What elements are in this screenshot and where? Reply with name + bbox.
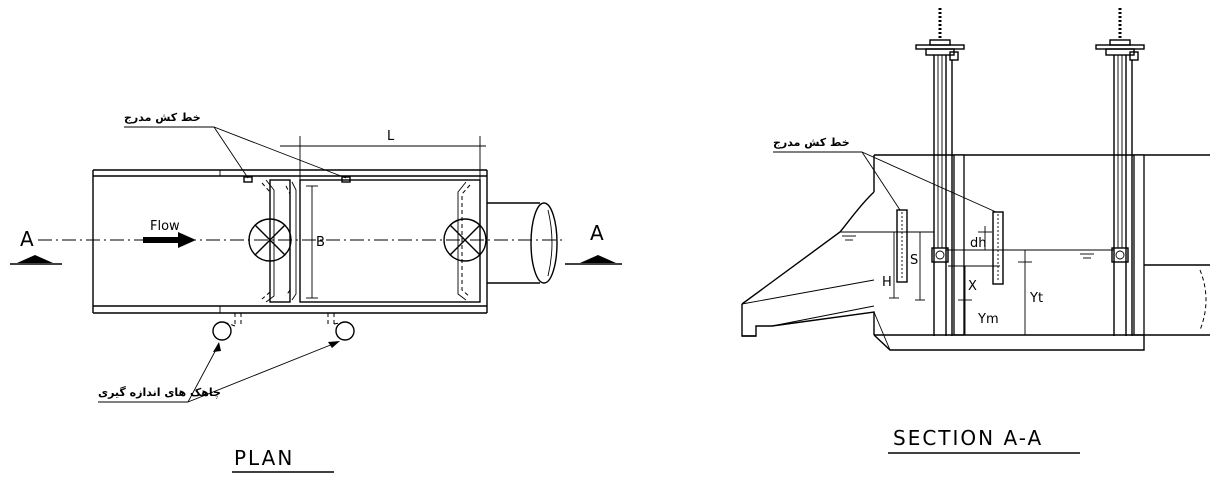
- section-marker-right-label: A: [590, 221, 606, 245]
- plan-length-dimension: L: [280, 129, 486, 180]
- plan-label-L: L: [387, 129, 395, 144]
- section-marker-left-arrow: [17, 255, 53, 263]
- plan-well-leaders: [98, 341, 340, 403]
- plan-wells-note: چاهک های اندازه گیری: [98, 386, 221, 399]
- plan-ruler-1: [243, 176, 253, 183]
- plan-view: B L A A Flow: [10, 111, 622, 473]
- plan-ruler-2: [341, 176, 351, 183]
- section-wall-1: [953, 154, 965, 336]
- plan-title: PLAN: [234, 446, 294, 470]
- section-label-H: H: [882, 275, 892, 290]
- section-title: SECTION A-A: [893, 426, 1043, 450]
- section-marker-right-arrow: [580, 255, 616, 263]
- section-ruler-2: [992, 211, 1004, 285]
- section-marker-left-label: A: [20, 227, 36, 251]
- section-stem-left: [915, 8, 965, 336]
- plan-wing-walls: [261, 179, 471, 303]
- section-marker-right: A: [565, 221, 622, 265]
- section-ruler-leaders: [773, 151, 997, 213]
- plan-measuring-well-2: [327, 313, 355, 341]
- plan-gate-housing: [269, 179, 481, 303]
- section-inlet: [741, 191, 875, 337]
- plan-outlet-pipe: [487, 202, 558, 284]
- flow-label: Flow: [150, 219, 180, 234]
- section-dim-S: S: [910, 232, 925, 301]
- plan-channel: [92, 169, 488, 314]
- section-wall-2: [1133, 154, 1145, 336]
- section-stem-right: [1095, 8, 1145, 336]
- section-view: خط کش مدرج H S dh X Ym: [741, 8, 1210, 454]
- section-label-Yt: Yt: [1029, 291, 1043, 306]
- section-dim-Yt: Yt: [1018, 250, 1043, 335]
- section-ruler-note: خط کش مدرج: [773, 136, 850, 150]
- plan-ruler-leaders: [124, 126, 347, 179]
- section-dim-H: H: [882, 232, 899, 299]
- plan-measuring-well-1: [212, 313, 242, 341]
- plan-label-B: B: [316, 235, 325, 250]
- plan-width-dimension: B: [306, 185, 325, 299]
- section-water-levels: [840, 231, 1114, 259]
- section-marker-left: A: [10, 227, 62, 265]
- section-ruler-1: [896, 209, 908, 283]
- section-label-dh: dh: [970, 236, 987, 251]
- section-label-X: X: [968, 279, 977, 294]
- section-dim-X: X: [948, 265, 1000, 335]
- section-floor: [873, 311, 1145, 351]
- section-label-S: S: [910, 253, 918, 268]
- plan-ruler-note: خط کش مدرج: [124, 111, 201, 125]
- section-outlet-pipe: [1144, 264, 1210, 336]
- flow-arrow: Flow: [143, 219, 196, 248]
- section-dim-dh: dh: [970, 226, 992, 251]
- section-label-Ym: Ym: [977, 312, 999, 327]
